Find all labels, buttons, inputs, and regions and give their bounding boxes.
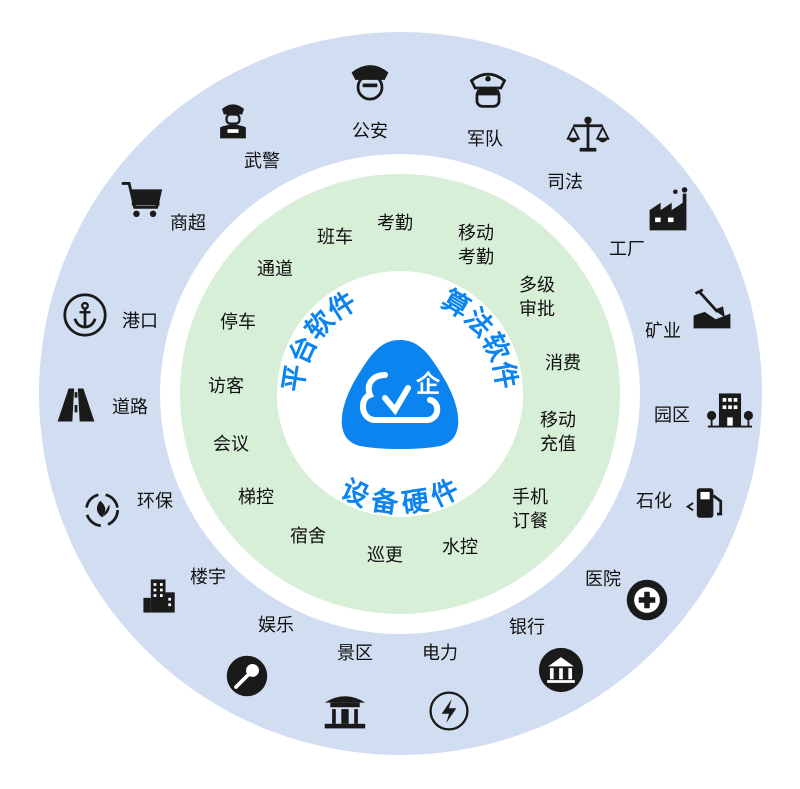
recycle-leaf-icon	[84, 492, 120, 528]
cloud-enterprise-logo: 企	[341, 340, 459, 449]
cloud-check-icon	[360, 372, 441, 423]
inner-item-label: 梯控	[238, 487, 274, 508]
outer-item-label: 矿业	[645, 321, 681, 342]
outer-item-label: 医院	[585, 569, 621, 590]
office-park-icon	[707, 393, 753, 428]
outer-item-label: 楼宇	[190, 567, 226, 588]
inner-item-label: 巡更	[367, 545, 403, 566]
outer-item-label: 商超	[170, 213, 206, 234]
road-icon	[57, 388, 95, 422]
scales-icon	[566, 116, 610, 152]
hospital-cross-icon	[626, 579, 668, 621]
outer-item-label: 港口	[122, 311, 158, 332]
inner-item-label: 消费	[545, 353, 581, 374]
outer-item-label: 银行	[509, 617, 545, 638]
inner-item-label: 通道	[257, 259, 293, 280]
outer-item-label: 道路	[112, 397, 148, 418]
svg-text:设备硬件: 设备硬件	[336, 474, 464, 520]
inner-item-label: 多级审批	[519, 275, 555, 320]
arc-label-algorithm-software: 算法软件	[436, 283, 522, 391]
mining-shovel-icon	[693, 288, 731, 329]
police-cap-icon	[351, 65, 389, 101]
factory-icon	[649, 187, 688, 231]
outer-item-label: 军队	[467, 129, 503, 150]
pavilion-icon	[324, 696, 366, 729]
outer-item-label: 电力	[422, 643, 458, 664]
outer-item-label: 园区	[654, 405, 690, 426]
bank-icon	[538, 647, 584, 693]
anchor-icon	[63, 293, 107, 337]
inner-item-label: 水控	[442, 537, 478, 558]
outer-item-label: 司法	[547, 172, 583, 193]
arc-label-platform-software: 平台软件	[278, 286, 362, 394]
outer-item-label: 景区	[337, 643, 373, 664]
inner-item-label: 停车	[220, 312, 256, 333]
svg-text:平台软件: 平台软件	[278, 286, 362, 394]
outer-item-label: 工厂	[609, 239, 645, 260]
shopping-cart-icon	[121, 182, 163, 218]
lightning-icon	[429, 691, 469, 731]
fuel-pump-icon	[685, 488, 723, 518]
outer-item-label: 公安	[352, 121, 388, 142]
inner-item-label: 访客	[208, 376, 244, 397]
outer-item-label: 环保	[137, 491, 173, 512]
outer-item-label: 石化	[636, 491, 672, 512]
inner-item-label: 考勤	[377, 213, 413, 234]
logo-char: 企	[416, 370, 441, 398]
inner-item-label: 手机订餐	[512, 487, 548, 532]
inner-item-label: 移动考勤	[458, 223, 494, 268]
inner-item-label: 宿舍	[290, 526, 326, 547]
outer-item-label: 娱乐	[258, 615, 294, 636]
building-icon	[143, 579, 175, 613]
inner-item-label: 班车	[317, 227, 353, 248]
arc-label-device-hardware: 设备硬件	[336, 474, 464, 520]
outer-item-label: 武警	[244, 151, 280, 172]
military-officer-icon	[469, 72, 507, 108]
inner-item-label: 会议	[213, 434, 249, 455]
svg-text:算法软件: 算法软件	[436, 283, 522, 391]
microphone-icon	[226, 655, 268, 697]
inner-item-label: 移动充值	[540, 410, 576, 455]
armed-police-icon	[220, 104, 246, 139]
